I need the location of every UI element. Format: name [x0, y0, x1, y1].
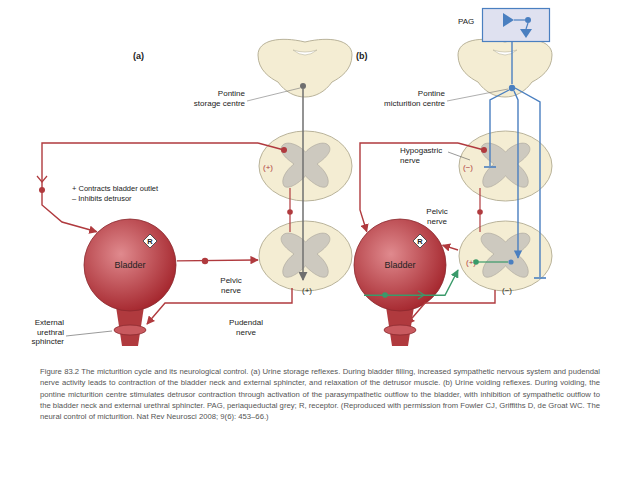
leader-line [447, 89, 508, 101]
spinal-cord-section: (−) [458, 130, 553, 202]
nerve-label: Pelvic nerve [216, 276, 246, 295]
spinal-cord-section: (+) [258, 130, 353, 202]
node-text: (−) [502, 286, 512, 295]
structure-label: Pontine micturition centre [382, 89, 445, 108]
nerve-connector [443, 245, 458, 250]
ganglion-neuron [39, 187, 45, 193]
node-text: (−) [463, 163, 473, 172]
bladder-wall [354, 219, 446, 311]
panel-letter: (b) [356, 52, 368, 62]
white-matter [459, 131, 552, 201]
spinal-interneuron-body [477, 209, 483, 215]
white-matter [259, 131, 352, 201]
panel-letter: (a) [133, 52, 144, 62]
grey-matter [281, 143, 330, 187]
spinal-cord-section: (+) (−) [458, 220, 553, 292]
pons-ventricle [293, 50, 317, 55]
node-text: (+) [302, 286, 312, 295]
pons-ventricle [493, 50, 517, 55]
pons-section [258, 39, 352, 97]
ganglion-synapse [37, 176, 47, 182]
nerve-connector [42, 143, 258, 232]
node-text: (+) [466, 258, 476, 267]
leader-line [66, 331, 112, 336]
nerve-connector [177, 259, 258, 261]
afferent-neuron [202, 258, 208, 264]
node-text: Bladder [83, 218, 177, 312]
pag-frame [483, 9, 550, 42]
sphincter-ring [114, 325, 146, 335]
receptor-shape [143, 234, 157, 248]
receptor-shape [413, 234, 427, 248]
node-text: R [143, 234, 157, 248]
spinal-interneuron-body [287, 209, 293, 215]
spinal-cord-section: (+) [258, 220, 353, 292]
effect-note: + Contracts bladder outlet [72, 184, 158, 194]
node-text: (+) [263, 163, 273, 172]
sphincter-ring [384, 325, 416, 335]
pag-box-outline [482, 8, 550, 42]
grey-matter [281, 233, 330, 277]
effect-note: – Inhibits detrusor [72, 194, 132, 204]
grey-matter [481, 233, 530, 277]
nerve-label: Pelvic nerve [422, 207, 452, 226]
spinal-cord-section-outline [258, 220, 353, 292]
nerve-connector [360, 143, 458, 232]
bladder-wall [84, 219, 176, 311]
leader-line [247, 88, 300, 101]
bladder-circle: BladderR [83, 218, 177, 312]
structure-label: Pontine storage centre [191, 89, 245, 108]
bladder-circle: BladderR [353, 218, 447, 312]
pag-projection [511, 42, 512, 84]
figure-caption: Figure 83.2 The micturition cycle and it… [40, 366, 600, 422]
pontine-neuron [509, 85, 515, 91]
receptor-diamond: R [413, 234, 427, 248]
node-text: PAG [458, 17, 474, 26]
pudendal-nerve-line [147, 288, 292, 324]
pag-box: PAG [482, 8, 550, 42]
node-text: R [413, 234, 427, 248]
pons-section [458, 39, 552, 97]
white-matter [259, 221, 352, 291]
node-text: Bladder [353, 218, 447, 312]
white-matter [459, 221, 552, 291]
nerve-label: Hypogastric nerve [400, 146, 450, 165]
structure-label: External urethral sphincter [20, 318, 64, 347]
spinal-cord-section-outline [458, 220, 553, 292]
receptor-diamond: R [143, 234, 157, 248]
nerve-label: Pudendal nerve [225, 318, 267, 337]
grey-matter [481, 143, 530, 187]
pontine-neuron [300, 83, 306, 89]
